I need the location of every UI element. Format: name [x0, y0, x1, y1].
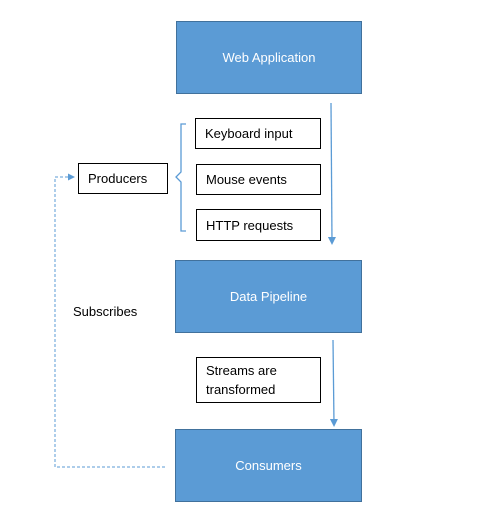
streams-line-1: Streams are: [206, 363, 277, 378]
producers-box: Producers: [78, 163, 168, 194]
mouse-events-box: Mouse events: [196, 164, 321, 195]
producers-label: Producers: [88, 171, 148, 186]
subscribes-label: Subscribes: [73, 304, 138, 319]
http-requests-label: HTTP requests: [206, 217, 294, 233]
web-application-label: Web Application: [222, 50, 316, 65]
streams-line-2: transformed: [206, 382, 276, 397]
mouse-events-label: Mouse events: [206, 172, 287, 187]
keyboard-input-label: Keyboard input: [205, 126, 293, 141]
arrow-web-to-pipeline: [327, 102, 336, 245]
consumers-box: Consumers: [175, 429, 362, 502]
streams-transformed-text: Streams are transformed: [206, 361, 277, 399]
arrow-pipeline-to-consumers: [329, 339, 338, 427]
inputs-brace: [175, 123, 186, 232]
web-application-box: Web Application: [176, 21, 362, 94]
data-pipeline-label: Data Pipeline: [229, 289, 308, 304]
http-requests-box: HTTP requests: [196, 209, 321, 241]
subscribes-loop: [54, 173, 165, 468]
streams-transformed-box: Streams are transformed: [196, 357, 321, 403]
keyboard-input-box: Keyboard input: [195, 118, 321, 149]
data-pipeline-box: Data Pipeline: [175, 260, 362, 333]
consumers-label: Consumers: [235, 458, 302, 473]
